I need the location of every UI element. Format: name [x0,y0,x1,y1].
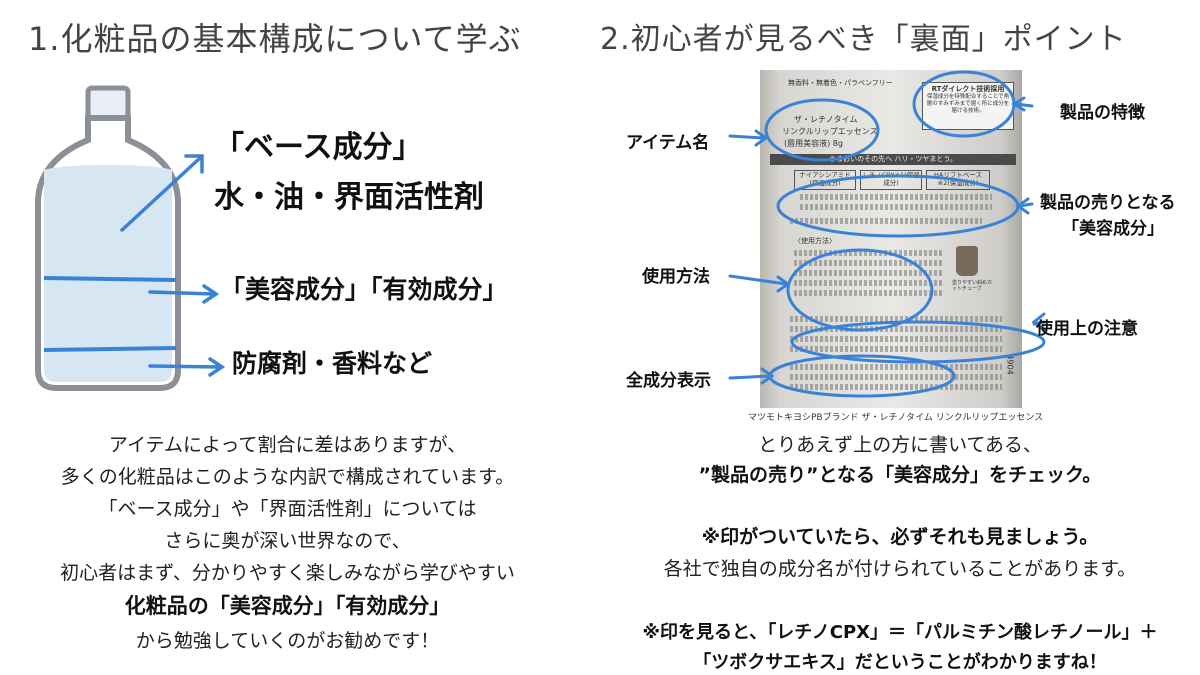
annotation-features: 製品の特徴 [1060,103,1145,123]
pkt-product-name-2: リンクルリップエッセンス [782,127,878,136]
left-paragraph-line: さらに奥が深い世界なので、 [164,530,411,552]
pkt-rt-box: RTダイレクト技術採用 保湿成分を特殊配合することで角層のすみずみまで届く所に成… [922,82,1014,130]
pkt-product-name-1: ザ・レチノタイム [794,115,858,124]
pkt-rt-title: RTダイレクト技術採用 [931,85,1005,93]
left-paragraph-line: 多くの化粧品はこのような内訳で構成されています。 [60,466,515,488]
annotation-caution: 使用上の注意 [1036,319,1138,339]
left-paragraph-line: から勉強していくのがお勧めです！ [135,630,440,652]
bottle-illustration [35,85,226,391]
right-paragraph-emphasis: 「ツボクサエキス」だということがわかりますね！ [693,652,1107,673]
right-paragraph-emphasis: ”製品の売り”となる「美容成分」をチェック。 [698,464,1102,486]
pkt-top-label: 無香料・無着色・パラベンフリー [788,79,893,87]
label-active-ingredients: 「美容成分」「有効成分」 [220,275,508,304]
photo-caption: マツモトキヨシPBブランド ザ・レチノタイム リンクルリップエッセンス [748,413,1044,423]
right-paragraph-emphasis: ※印がついていたら、必ずそれも見ましょう。 [701,526,1099,548]
left-paragraph-line: 初心者はまず、分かりやすく楽しみながら学びやすい [60,562,515,584]
annotation-item-name: アイテム名 [626,133,710,153]
annotation-selling-line2: 「美容成分」 [1062,219,1164,239]
annotation-ingredients: 全成分表示 [626,371,711,391]
pkt-tube-image [956,246,978,276]
pkt-tagline: うるおいのその先へ ハリ・ツヤまとう。 [770,154,1016,165]
right-title: 2.初心者が見るべき「裏面」ポイント [600,22,1127,57]
left-paragraph: アイテムによって割合に差はありますが、 多くの化粧品はこのような内訳で構成されて… [0,424,575,664]
label-base-line2: 水・油・界面活性剤 [214,180,484,215]
pkt-product-name-3: (唇用美容液) 8g [784,139,843,148]
left-paragraph-emphasis: 化粧品の「美容成分」「有効成分」 [124,594,451,618]
pkt-usage-head: 〈使用方法〉 [794,237,836,245]
right-paragraph-emphasis: ※印を見ると、「レチノCPX」＝「パルミチン酸レチノール」＋ [642,622,1158,643]
pkt-box-ha: HAリフトベース※2(保湿成分) [926,170,990,190]
pkt-tube-label: 塗りやすい斜めカットチューブ [952,280,993,292]
left-title: 1.化粧品の基本構成について学ぶ [28,20,522,58]
right-paragraph: とりあえず上の方に書いてある、 ”製品の売り”となる「美容成分」をチェック。 ※… [600,424,1200,673]
right-paragraph-line: 各社で独自の成分名が付けられていることがあります。 [663,558,1137,580]
label-preservatives: 防腐剤・香料など [232,349,433,378]
left-paragraph-line: アイテムによって割合に差はありますが、 [108,434,467,456]
label-base-line1: 「ベース成分」 [214,130,423,165]
left-paragraph-line: 「ベース成分」や「界面活性剤」については [98,498,477,520]
photo-annotation-overlay [728,70,1046,398]
annotation-usage: 使用方法 [642,267,710,287]
annotation-selling-line1: 製品の売りとなる [1040,193,1176,213]
pkt-rt-text: 保湿成分を特殊配合することで角層のすみずみまで届く所に成分を届ける技術。 [926,94,1010,114]
right-paragraph-line: とりあえず上の方に書いてある、 [758,434,1042,456]
